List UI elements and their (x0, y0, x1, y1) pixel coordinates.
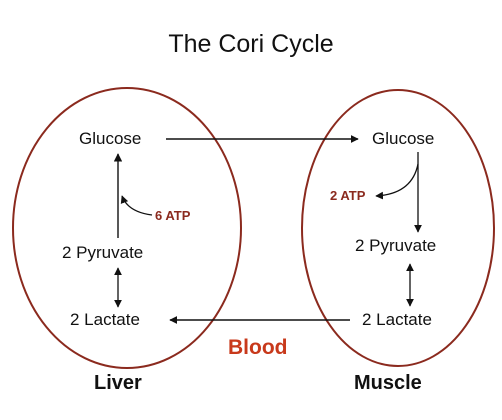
liver-atp-label: 6 ATP (155, 208, 191, 223)
muscle-ellipse (301, 89, 495, 367)
muscle-organ-label: Muscle (354, 372, 422, 394)
blood-label: Blood (228, 336, 288, 359)
arrow-muscle-atp-output (375, 163, 419, 200)
liver-pyruvate-label: 2 Pyruvate (62, 243, 144, 262)
liver-ellipse (12, 87, 242, 369)
muscle-glucose-label: Glucose (372, 129, 435, 148)
liver-glucose-label: Glucose (79, 129, 142, 148)
muscle-atp-label: 2 ATP (330, 188, 366, 203)
diagram-title: The Cori Cycle (168, 30, 334, 58)
muscle-lactate-label: 2 Lactate (362, 310, 432, 329)
liver-organ-label: Liver (94, 372, 142, 394)
liver-lactate-label: 2 Lactate (70, 310, 140, 329)
muscle-pyruvate-label: 2 Pyruvate (355, 236, 437, 255)
arrow-liver-atp-input (120, 195, 153, 216)
